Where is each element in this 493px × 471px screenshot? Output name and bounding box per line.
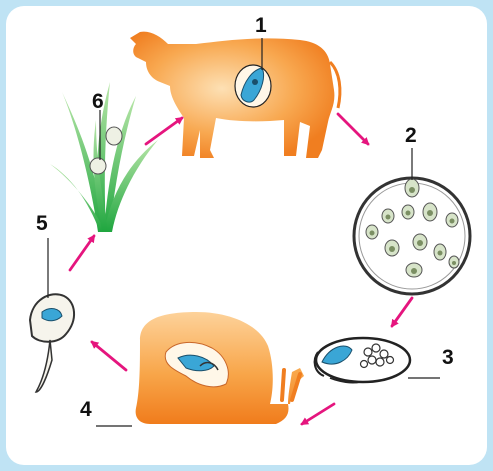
stage-label-5: 5 xyxy=(36,212,48,235)
cow-icon xyxy=(130,32,340,158)
egg-circle-icon xyxy=(354,148,470,294)
snail-icon xyxy=(96,312,304,426)
arrow-5-to-6 xyxy=(70,236,94,270)
arrow-6-to-1 xyxy=(146,118,182,144)
stage-label-2: 2 xyxy=(405,124,417,147)
stage-label-3: 3 xyxy=(442,346,454,369)
arrow-1-to-2 xyxy=(338,114,368,144)
cercaria-icon xyxy=(30,238,74,392)
grass-icon xyxy=(50,82,158,232)
miracidium-icon xyxy=(315,338,440,383)
stage-label-4: 4 xyxy=(80,398,92,421)
arrow-4-to-5 xyxy=(92,342,126,370)
stage-label-6: 6 xyxy=(92,90,104,113)
stage-label-1: 1 xyxy=(255,14,267,37)
arrow-3-to-4 xyxy=(302,404,334,424)
arrow-2-to-3 xyxy=(392,298,412,326)
